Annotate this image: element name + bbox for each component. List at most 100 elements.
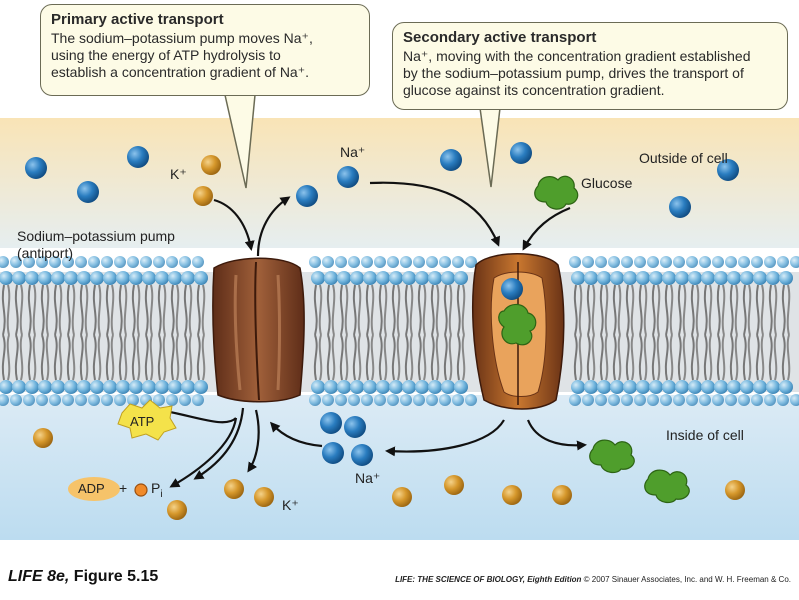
lipid-head: [634, 394, 646, 406]
lipid-tail: [755, 334, 760, 381]
lipid-head: [582, 394, 594, 406]
lipid-head: [465, 256, 477, 268]
sodium-ion: [510, 142, 532, 164]
lipid-head: [337, 271, 351, 285]
adp-label: ADP: [78, 481, 105, 496]
lipid-head: [426, 256, 438, 268]
lipid-tail: [84, 334, 89, 381]
lipid-head: [103, 380, 117, 394]
sodium-ion: [344, 416, 366, 438]
atp-badge: [117, 399, 177, 441]
lipid-tail: [461, 284, 466, 336]
copyright-line: LIFE: THE SCIENCE OF BIOLOGY, Eighth Edi…: [395, 575, 791, 584]
lipid-tail: [599, 334, 604, 381]
lipid-tail: [461, 334, 466, 381]
lipid-head: [595, 256, 607, 268]
lipid-tail: [682, 284, 687, 336]
lipid-head: [374, 256, 386, 268]
lipid-tail: [391, 284, 396, 336]
lipid-head: [64, 271, 78, 285]
lipid-tail: [456, 334, 461, 381]
lipid-tail: [344, 334, 349, 381]
lipid-head: [766, 271, 780, 285]
lipid-head: [753, 380, 767, 394]
lipid-head: [335, 394, 347, 406]
lipid-head: [400, 256, 412, 268]
lipid-head: [0, 380, 13, 394]
lipid-tail: [383, 334, 388, 381]
lipid-head: [597, 271, 611, 285]
lipid-tail: [612, 284, 617, 336]
sodium-ion: [320, 412, 342, 434]
k-top-label: K⁺: [170, 166, 187, 182]
pi-label: Pi: [151, 480, 163, 500]
lipid-head: [10, 394, 22, 406]
lipid-head: [51, 271, 65, 285]
lipid-head: [10, 256, 22, 268]
lipid-head: [77, 380, 91, 394]
lipid-tail: [19, 334, 24, 381]
lipid-tail: [53, 334, 58, 381]
lipid-tail: [6, 334, 11, 381]
na-out-arrow: [256, 196, 291, 257]
lipid-tail: [430, 334, 435, 381]
lipid-head: [153, 394, 165, 406]
lipid-tail: [357, 334, 362, 381]
lipid-head: [764, 394, 776, 406]
lipid-head: [439, 394, 451, 406]
sodium-ion: [440, 149, 462, 171]
lipid-tail: [716, 284, 721, 336]
glucose-release-arrow: [526, 419, 587, 451]
lipid-tail: [695, 284, 700, 336]
potassium-ion: [444, 475, 464, 495]
lipid-head: [413, 256, 425, 268]
lipid-head: [452, 394, 464, 406]
lipid-head: [623, 271, 637, 285]
lipid-tail: [196, 284, 201, 336]
lipid-head: [389, 271, 403, 285]
lipid-head: [571, 271, 585, 285]
lipid-tail: [326, 334, 331, 381]
lipid-tail: [435, 334, 440, 381]
lipid-tail: [79, 334, 84, 381]
glucose-molecule: [498, 303, 537, 346]
lipid-head: [114, 394, 126, 406]
k-bottom-label: K⁺: [282, 497, 299, 513]
lipid-head: [142, 380, 156, 394]
lipid-tail: [144, 284, 149, 336]
lipid-tail: [123, 284, 128, 336]
lipid-tail: [669, 334, 674, 381]
lipid-head: [402, 271, 416, 285]
lipid-head: [790, 256, 799, 268]
lipid-head: [647, 256, 659, 268]
lipid-tail: [365, 334, 370, 381]
lipid-tail: [630, 284, 635, 336]
lipid-tail: [435, 284, 440, 336]
lipid-tail: [58, 334, 63, 381]
lipid-tail: [201, 284, 206, 336]
lipid-head: [688, 271, 702, 285]
inside-region: [0, 395, 799, 540]
lipid-tail: [786, 284, 791, 336]
lipid-head: [415, 380, 429, 394]
lipid-tail: [747, 334, 752, 381]
atp-label: ATP: [130, 414, 155, 429]
lipid-tail: [97, 284, 102, 336]
figure-caption: LIFE 8e, Figure 5.15: [8, 568, 159, 585]
lipid-head: [322, 394, 334, 406]
glucose-molecule: [534, 175, 579, 210]
lipid-head: [90, 380, 104, 394]
sodium-ion: [337, 166, 359, 188]
lipid-tail: [149, 334, 154, 381]
lipid-tail: [396, 284, 401, 336]
lipid-tail: [118, 284, 123, 336]
potassium-ion: [224, 479, 244, 499]
lipid-head: [309, 394, 321, 406]
lipid-tail: [136, 284, 141, 336]
sodium-ion: [351, 444, 373, 466]
lipid-tail: [53, 284, 58, 336]
lipid-head: [428, 271, 442, 285]
lipid-head: [790, 394, 799, 406]
lipid-tail: [617, 334, 622, 381]
lipid-head: [439, 256, 451, 268]
